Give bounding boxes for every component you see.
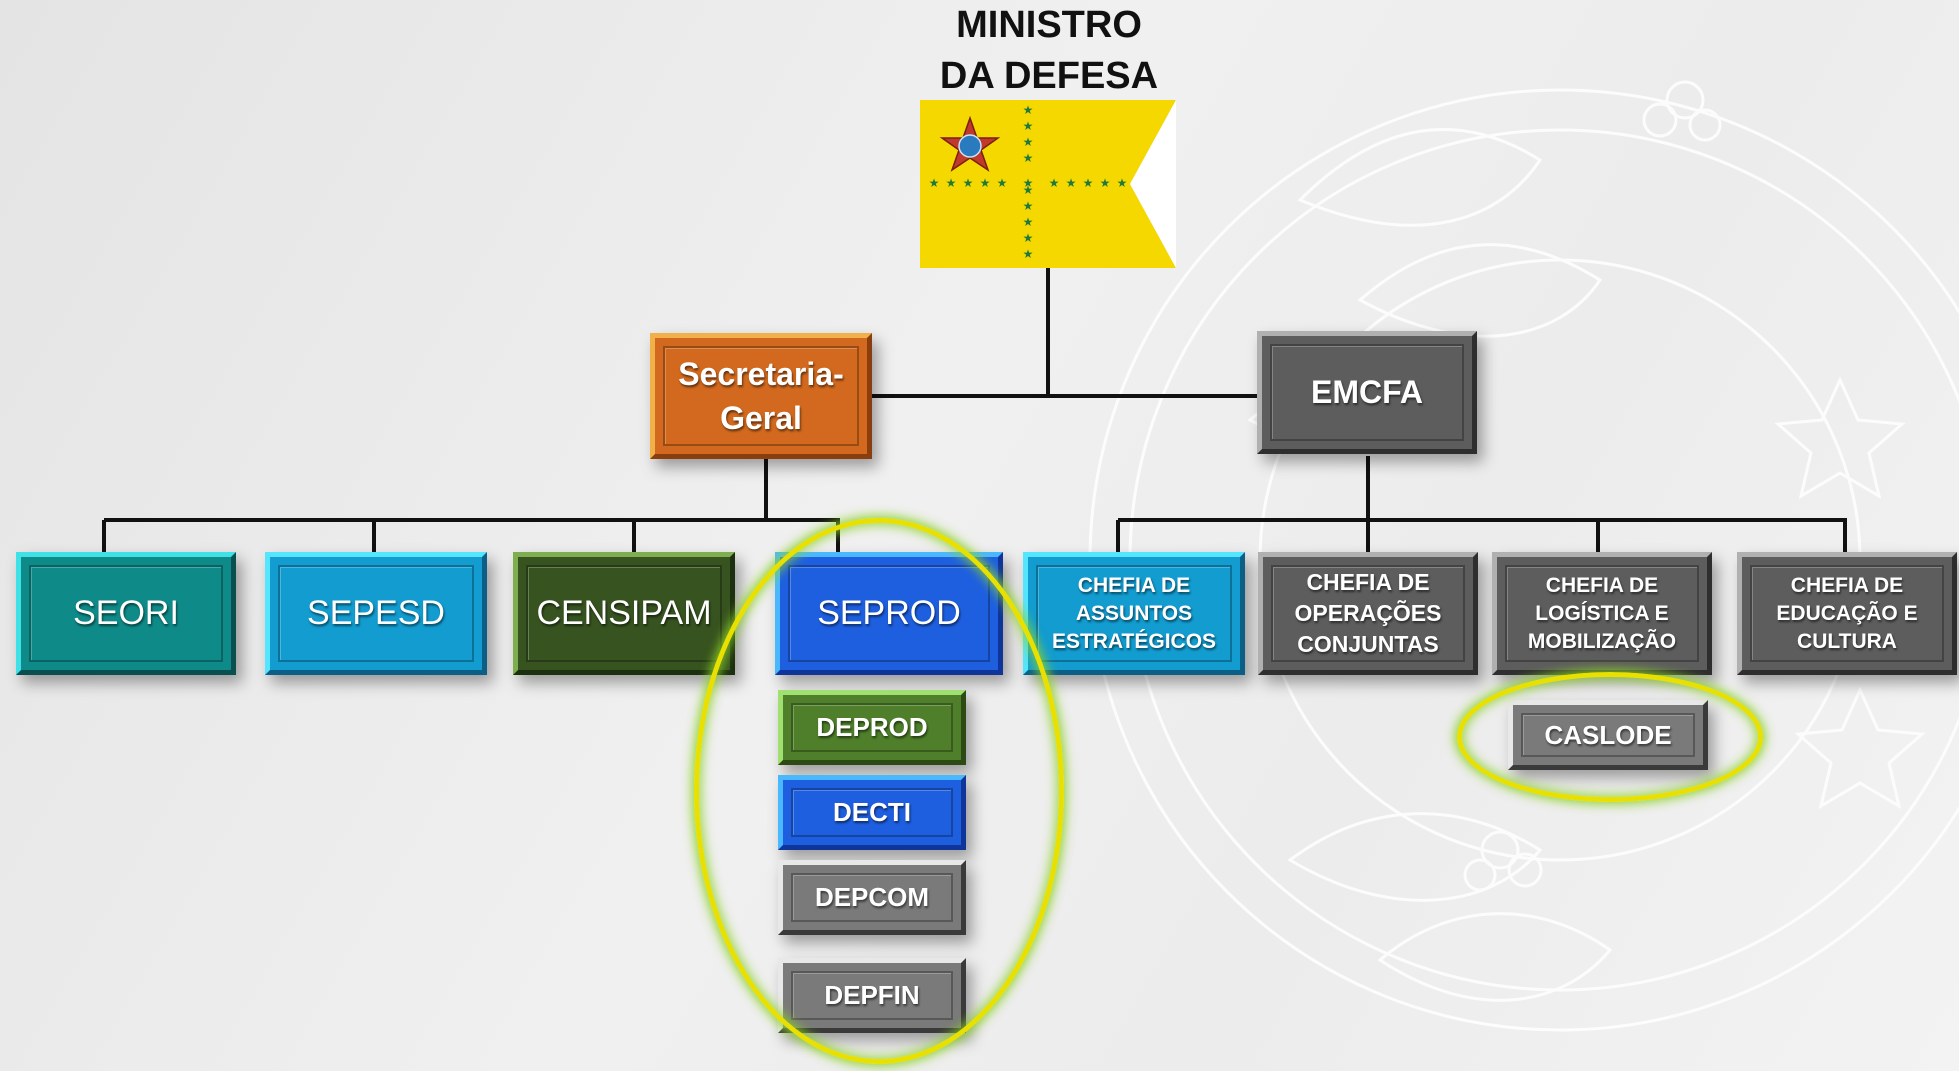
emcfa-label: EMCFA xyxy=(1311,374,1423,410)
svg-text:★: ★ xyxy=(1023,199,1034,213)
svg-text:★: ★ xyxy=(1023,247,1034,261)
unit-label: SEORI xyxy=(73,594,179,632)
svg-text:★: ★ xyxy=(929,176,940,190)
unit-line: CHEFIA DE xyxy=(1077,573,1191,597)
svg-text:★: ★ xyxy=(1023,231,1034,245)
dept-label: DECTI xyxy=(833,797,911,827)
dept-label: DEPROD xyxy=(816,712,928,742)
caslode-label: CASLODE xyxy=(1544,719,1672,750)
unit-logistica-mobilizacao: CHEFIA DE LOGÍSTICA E MOBILIZAÇÃO xyxy=(1492,552,1712,675)
svg-text:★: ★ xyxy=(1023,215,1034,229)
unit-label: SEPROD xyxy=(817,594,961,632)
svg-text:★: ★ xyxy=(1083,176,1094,190)
dept-label: DEPCOM xyxy=(814,882,930,912)
unit-line: OPERAÇÕES xyxy=(1294,600,1442,626)
minister-flag-icon: ★★★★ ★★★★★ ★★★★★ ★ ★★★★★ xyxy=(920,100,1176,268)
seprod-highlight-ellipse xyxy=(694,518,1064,1064)
svg-text:★: ★ xyxy=(1117,176,1128,190)
unit-line: LOGÍSTICA E xyxy=(1535,601,1669,625)
unit-line: CHEFIA DE xyxy=(1790,573,1904,597)
page-title: MINISTRO DA DEFESA xyxy=(893,0,1205,102)
unit-line: CHEFIA DE xyxy=(1545,573,1659,597)
unit-line: ESTRATÉGICOS xyxy=(1051,629,1217,653)
secretaria-line-2: Geral xyxy=(720,400,802,436)
unit-line: CONJUNTAS xyxy=(1297,631,1439,657)
unit-sepesd: SEPESD xyxy=(265,552,487,675)
svg-text:★: ★ xyxy=(997,176,1008,190)
unit-line: EDUCAÇÃO E xyxy=(1776,601,1918,625)
svg-text:★: ★ xyxy=(963,176,974,190)
unit-operacoes-conjuntas: CHEFIA DE OPERAÇÕES CONJUNTAS xyxy=(1258,552,1478,675)
unit-line: MOBILIZAÇÃO xyxy=(1527,629,1677,653)
title-line-2: DA DEFESA xyxy=(939,55,1159,97)
unit-line: ASSUNTOS xyxy=(1075,601,1193,625)
unit-line: CHEFIA DE xyxy=(1306,569,1430,595)
svg-text:★: ★ xyxy=(1066,176,1077,190)
secretaria-geral-box: Secretaria- Geral xyxy=(650,333,872,459)
svg-text:★: ★ xyxy=(1049,176,1060,190)
emcfa-box: EMCFA xyxy=(1257,331,1477,454)
svg-text:★: ★ xyxy=(1023,183,1034,197)
unit-label: CENSIPAM xyxy=(536,594,712,632)
svg-text:★: ★ xyxy=(1023,135,1034,149)
svg-text:★: ★ xyxy=(1023,119,1034,133)
svg-text:★: ★ xyxy=(946,176,957,190)
title-line-1: MINISTRO xyxy=(956,4,1142,46)
unit-assuntos-estrategicos: CHEFIA DE ASSUNTOS ESTRATÉGICOS xyxy=(1023,552,1245,675)
secretaria-line-1: Secretaria- xyxy=(678,356,844,392)
unit-censipam: CENSIPAM xyxy=(513,552,735,675)
svg-text:★: ★ xyxy=(1023,176,1034,190)
unit-seori: SEORI xyxy=(16,552,236,675)
unit-line: CULTURA xyxy=(1797,629,1897,653)
unit-label: SEPESD xyxy=(307,594,445,632)
svg-text:★: ★ xyxy=(980,176,991,190)
svg-text:★: ★ xyxy=(1023,103,1034,117)
caslode-highlight-ellipse xyxy=(1457,672,1763,802)
svg-text:★: ★ xyxy=(1100,176,1111,190)
unit-educacao-cultura: CHEFIA DE EDUCAÇÃO E CULTURA xyxy=(1737,552,1957,675)
dept-label: DEPFIN xyxy=(824,980,920,1010)
svg-text:★: ★ xyxy=(1023,151,1034,165)
